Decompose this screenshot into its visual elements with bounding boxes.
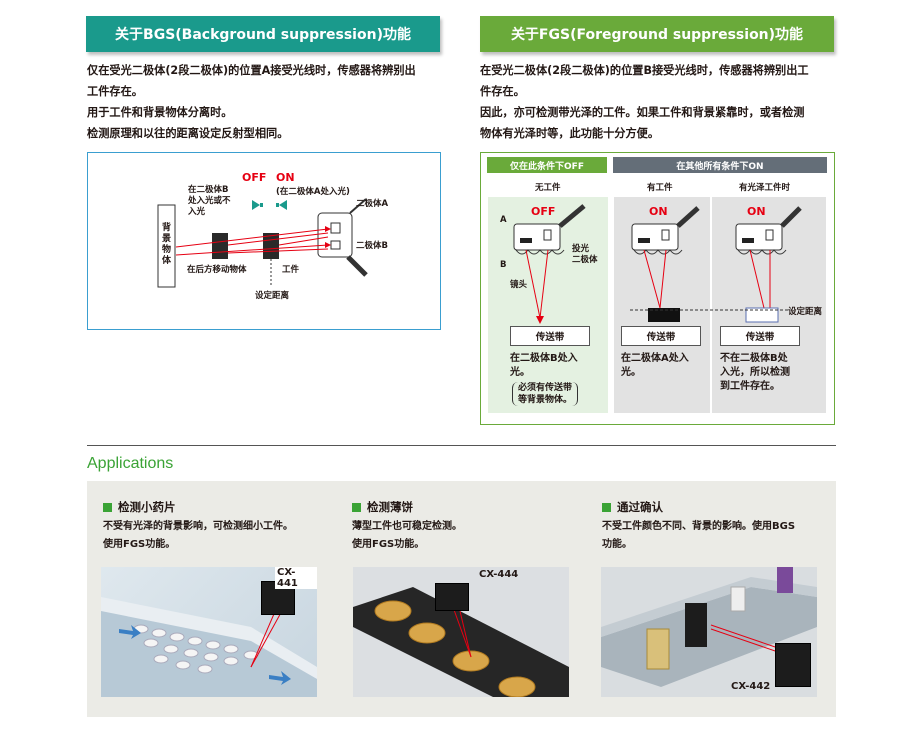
state-on-2: ON — [747, 205, 766, 218]
bullet-icon — [352, 502, 361, 512]
label-lens: 镜头 — [510, 280, 528, 290]
model-label-3: CX-442 — [731, 681, 771, 692]
app-desc-2: 薄型工件也可稳定检测。 使用FGS功能。 — [352, 521, 462, 550]
bgs-line: 工件存在。 — [87, 85, 143, 98]
bgs-description: 仅在受光二极体(2段二极体)的位置A接受光线时，传感器将辨别出 工件存在。 用于… — [87, 60, 416, 144]
label-b: B — [500, 260, 507, 270]
fgs-header: 关于FGS(Foreground suppression)功能 — [480, 16, 834, 52]
bgs-line: 检测原理和以往的距离设定反射型相同。 — [87, 127, 289, 140]
tab-on: 在其他所有条件下ON — [613, 157, 827, 173]
col-title-glossy: 有光泽工件时 — [739, 183, 791, 193]
col-title-workpiece: 有工件 — [647, 183, 673, 193]
conveyor-3: 传送带 — [720, 326, 800, 346]
app-photo-2: CX-444 — [353, 567, 569, 697]
sensor-cx442 — [775, 643, 811, 687]
label-distance: 设定距离 — [788, 307, 823, 317]
b-note: 在二极体B 处入光或不 入光 — [188, 185, 231, 217]
app-title-2: 检测薄饼 — [352, 499, 413, 515]
fgs-line: 件存在。 — [480, 85, 525, 98]
fgs-line: 物体有光泽时等，此功能十分方便。 — [480, 127, 660, 140]
col-title-no-workpiece: 无工件 — [535, 183, 561, 193]
caption-no-workpiece: 在二极体B处入 光。 — [510, 353, 578, 378]
app-photo-3: CX-442 — [601, 567, 817, 697]
fgs-line: 在受光二极体(2段二极体)的位置B接受光线时，传感器将辨别出工 — [480, 64, 809, 77]
moving-object-label: 在后方移动物体 — [187, 265, 247, 275]
label-receiver: 投光 二极体 — [572, 244, 598, 265]
app-desc-1: 不受有光泽的背景影响，可检测细小工件。 使用FGS功能。 — [103, 521, 293, 550]
app-desc-3: 不受工件颜色不同、背景的影响。使用BGS 功能。 — [602, 521, 796, 550]
label-a: A — [500, 215, 507, 225]
fgs-description: 在受光二极体(2段二极体)的位置B接受光线时，传感器将辨别出工 件存在。 因此，… — [480, 60, 809, 144]
fgs-header-text: 关于FGS(Foreground suppression)功能 — [510, 27, 804, 43]
caption-workpiece: 在二极体A处入 光。 — [621, 353, 689, 378]
bg-object-label: 背景物体 — [162, 223, 172, 266]
diode-a-label: 二极体A — [356, 199, 389, 209]
fgs-diagram: 仅在此条件下OFF 在其他所有条件下ON 无工件 有工件 有光泽工件时 — [480, 152, 835, 425]
bullet-icon — [602, 502, 611, 512]
conveyor-1: 传送带 — [510, 326, 590, 346]
bullet-icon — [103, 502, 112, 512]
applications-heading: Applications — [87, 455, 174, 472]
app-photo-1: CX-441 — [101, 567, 317, 697]
fgs-drawing — [513, 204, 802, 324]
bgs-diagram-drawing — [157, 198, 368, 288]
caption-glossy: 不在二极体B处 入光，所以检测 到工件存在。 — [720, 353, 790, 392]
caption-note: 必须有传送带 等背景物体。 — [512, 382, 579, 406]
distance-label: 设定距离 — [255, 291, 290, 301]
model-label-2: CX-444 — [479, 569, 519, 580]
conveyor-2: 传送带 — [621, 326, 701, 346]
divider — [87, 445, 836, 446]
bgs-header: 关于BGS(Background suppression)功能 — [86, 16, 440, 52]
bgs-line: 用于工件和背景物体分离时。 — [87, 106, 233, 119]
state-on-1: ON — [649, 205, 668, 218]
on-note: (在二极体A处入光) — [276, 187, 350, 197]
app-title-3: 通过确认 — [602, 499, 663, 515]
on-label: ON — [276, 171, 295, 184]
workpiece-label: 工件 — [282, 265, 300, 275]
bgs-line: 仅在受光二极体(2段二极体)的位置A接受光线时，传感器将辨别出 — [87, 64, 416, 77]
cracker-conveyor-illustration — [353, 587, 569, 697]
sensor-cx444 — [435, 583, 469, 611]
model-label-1: CX-441 — [275, 567, 317, 589]
diode-b-label: 二极体B — [356, 241, 388, 251]
tab-off: 仅在此条件下OFF — [487, 157, 607, 173]
box-conveyor-illustration — [601, 567, 817, 687]
off-label: OFF — [242, 171, 267, 184]
app-title-1: 检测小药片 — [103, 499, 176, 515]
state-off: OFF — [531, 205, 556, 218]
fgs-line: 因此，亦可检测带光泽的工件。如果工件和背景紧靠时，或者检测 — [480, 106, 805, 119]
bgs-diagram: 背景物体 OFF ON (在二极体A处入光) 在二极体B 处入光或不 入光 在后… — [87, 152, 441, 330]
pill-conveyor-illustration — [101, 597, 317, 697]
bgs-header-text: 关于BGS(Background suppression)功能 — [115, 27, 411, 43]
